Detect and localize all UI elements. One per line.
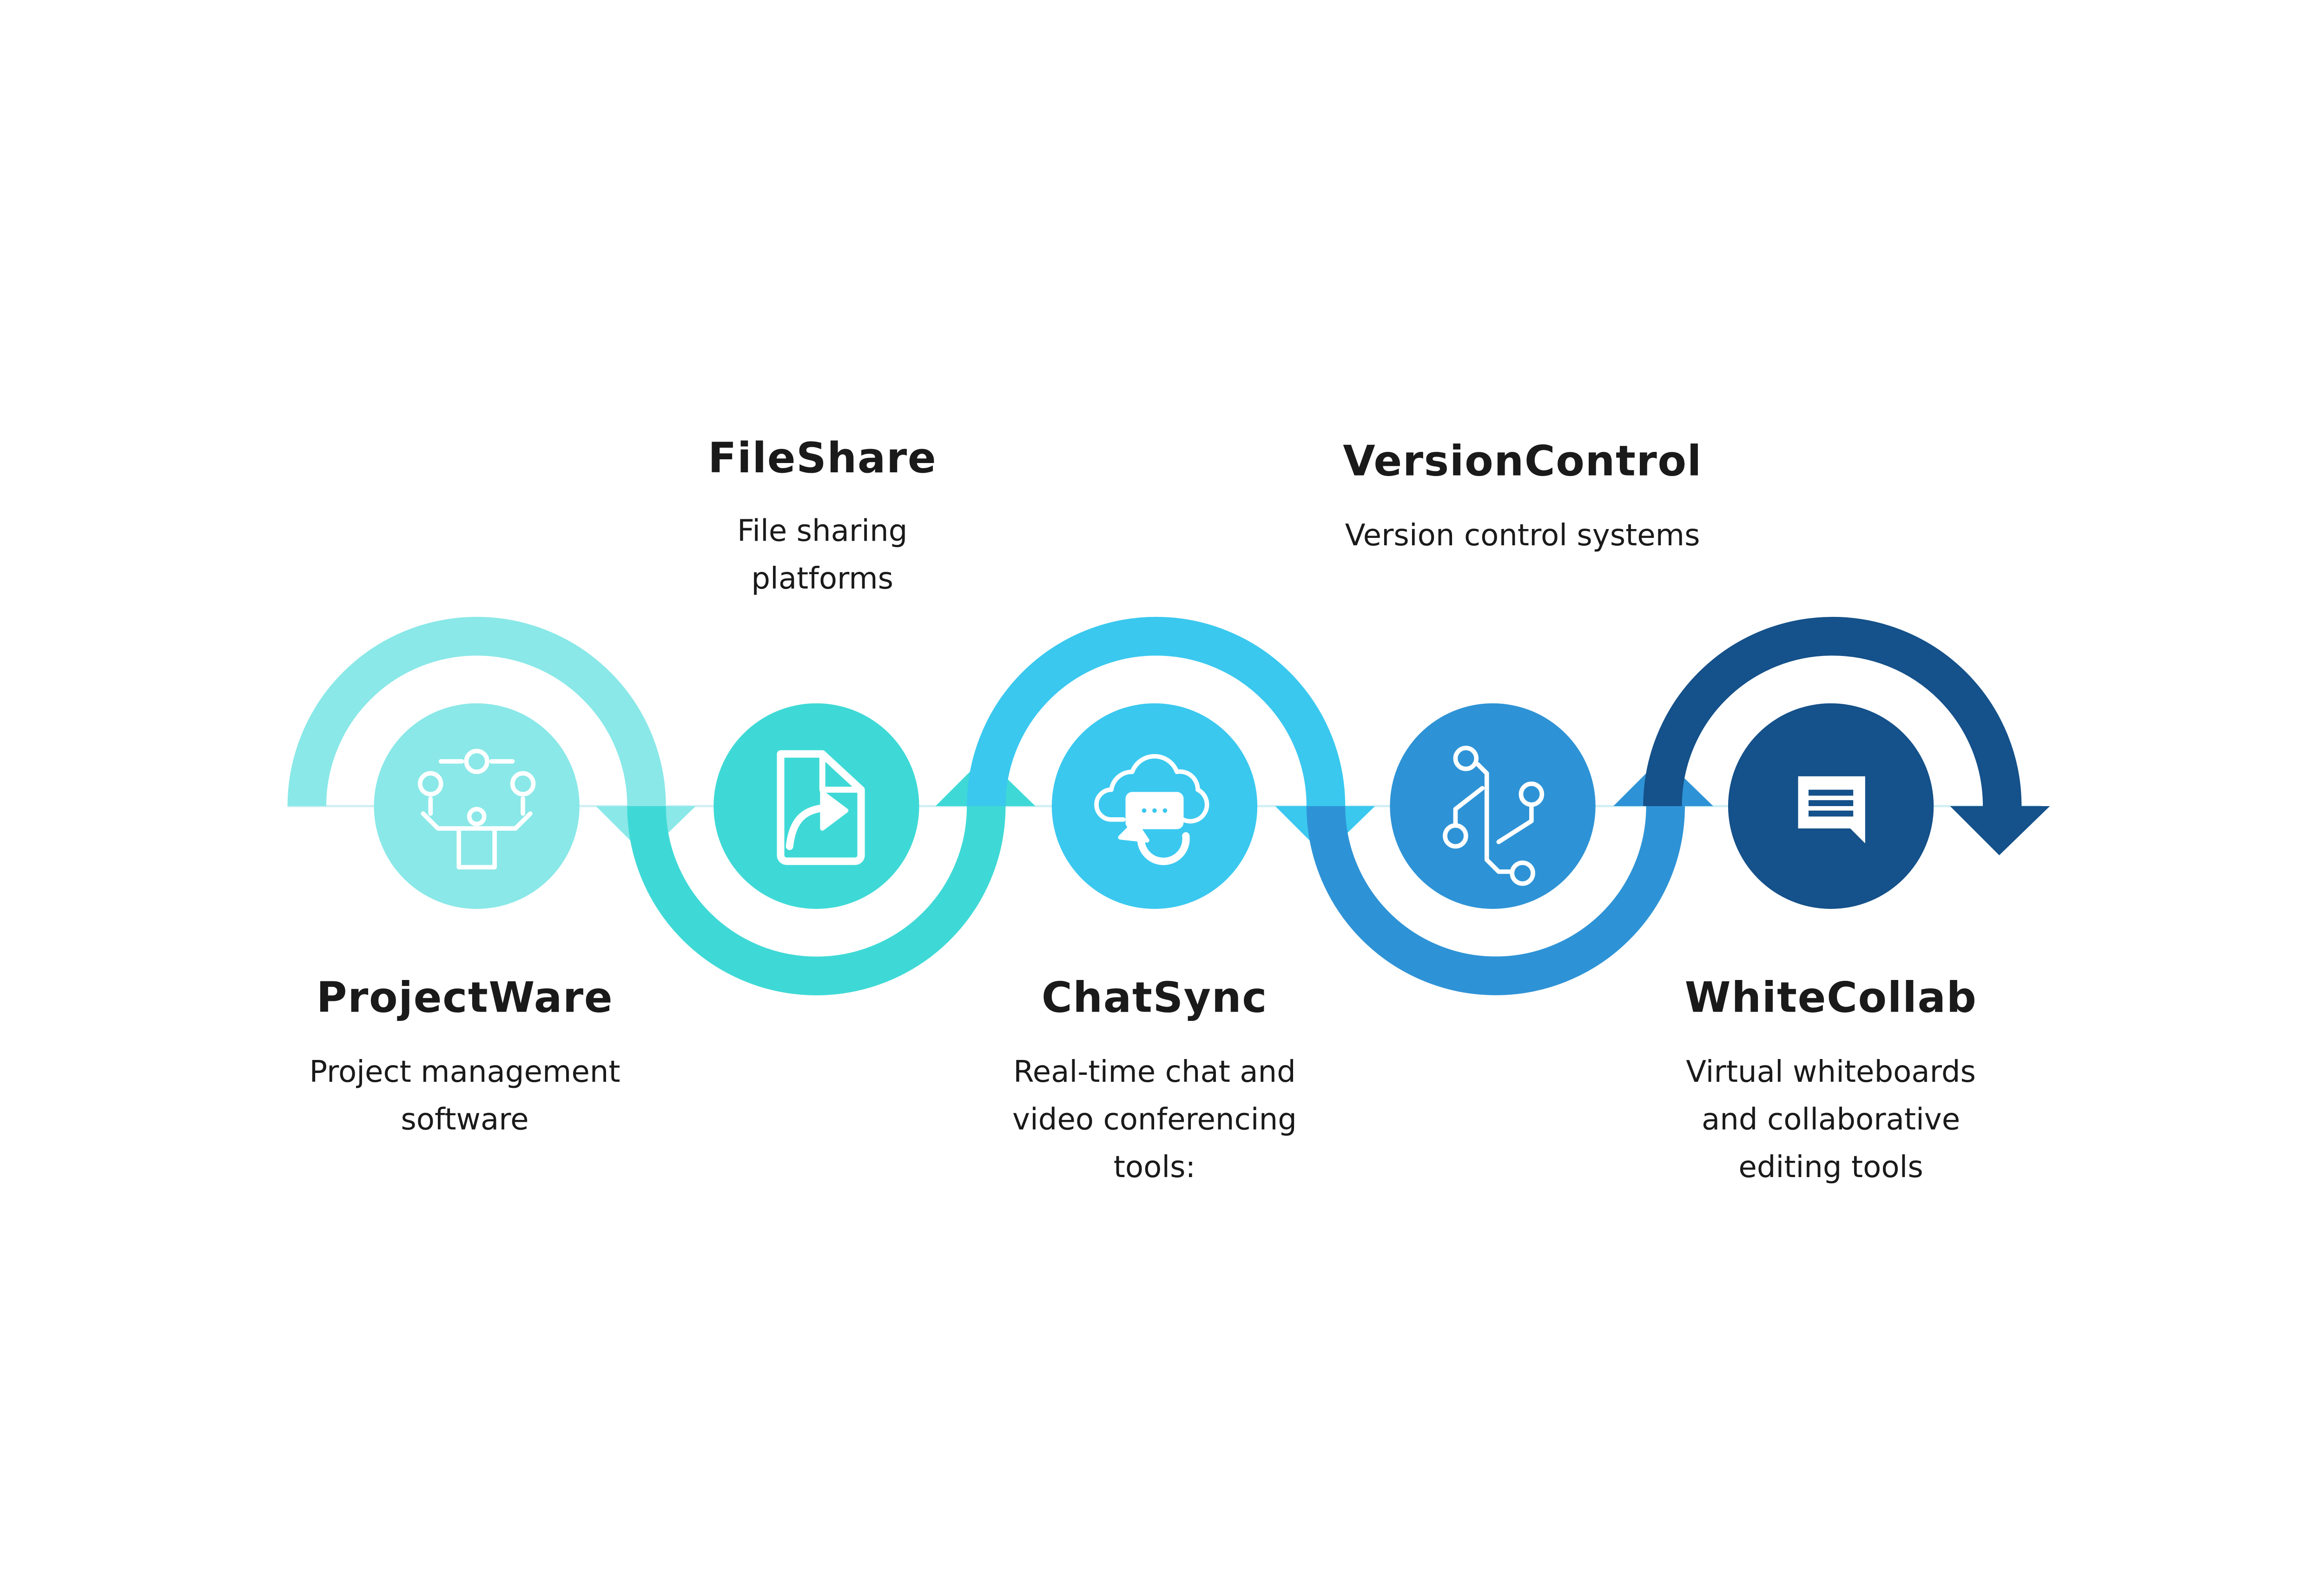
step-desc-line: platforms (751, 562, 893, 596)
step-circle-1 (374, 703, 580, 909)
step-title: ProjectWare (317, 973, 613, 1022)
arc-2 (627, 806, 1006, 995)
file-share-icon (777, 750, 865, 865)
step-3-label: ChatSync Real-time chat and video confer… (1012, 973, 1297, 1185)
cloud-chat-icon (1094, 754, 1209, 865)
step-desc-line: Version control systems (1345, 518, 1700, 553)
arc-5 (1643, 617, 2022, 807)
step-circle-4 (1390, 703, 1596, 909)
step-desc-line: and collaborative (1702, 1102, 1960, 1137)
message-icon (1798, 776, 1865, 844)
step-desc-line: File sharing (737, 514, 907, 548)
arc-3 (967, 617, 1346, 807)
step-desc-line: tools: (1114, 1150, 1195, 1185)
step-desc-line: Virtual whiteboards (1686, 1055, 1976, 1089)
diagram-stage: ProjectWare Project management software … (287, 434, 2050, 1185)
juggling-gears-icon (418, 748, 536, 870)
step-title: WhiteCollab (1685, 973, 1977, 1022)
step-5-label: WhiteCollab Virtual whiteboards and coll… (1685, 973, 1977, 1185)
step-4-label: VersionControl Version control systems (1343, 437, 1702, 553)
step-desc-line: video conferencing (1012, 1102, 1297, 1137)
git-branch-icon (1443, 746, 1545, 886)
step-desc-line: software (401, 1102, 528, 1137)
arc-1 (287, 617, 666, 807)
step-2-label: FileShare File sharing platforms (708, 434, 937, 596)
step-title: FileShare (708, 434, 937, 483)
step-title: VersionControl (1343, 437, 1702, 485)
step-desc-line: editing tools (1738, 1150, 1923, 1185)
arrow-down-5 (1950, 806, 2050, 855)
process-diagram: ProjectWare Project management software … (287, 434, 2050, 1185)
step-title: ChatSync (1042, 973, 1268, 1022)
arc-4 (1306, 806, 1685, 995)
step-desc-line: Real-time chat and (1013, 1055, 1296, 1089)
step-1-label: ProjectWare Project management software (309, 973, 620, 1137)
step-desc-line: Project management (309, 1055, 620, 1089)
